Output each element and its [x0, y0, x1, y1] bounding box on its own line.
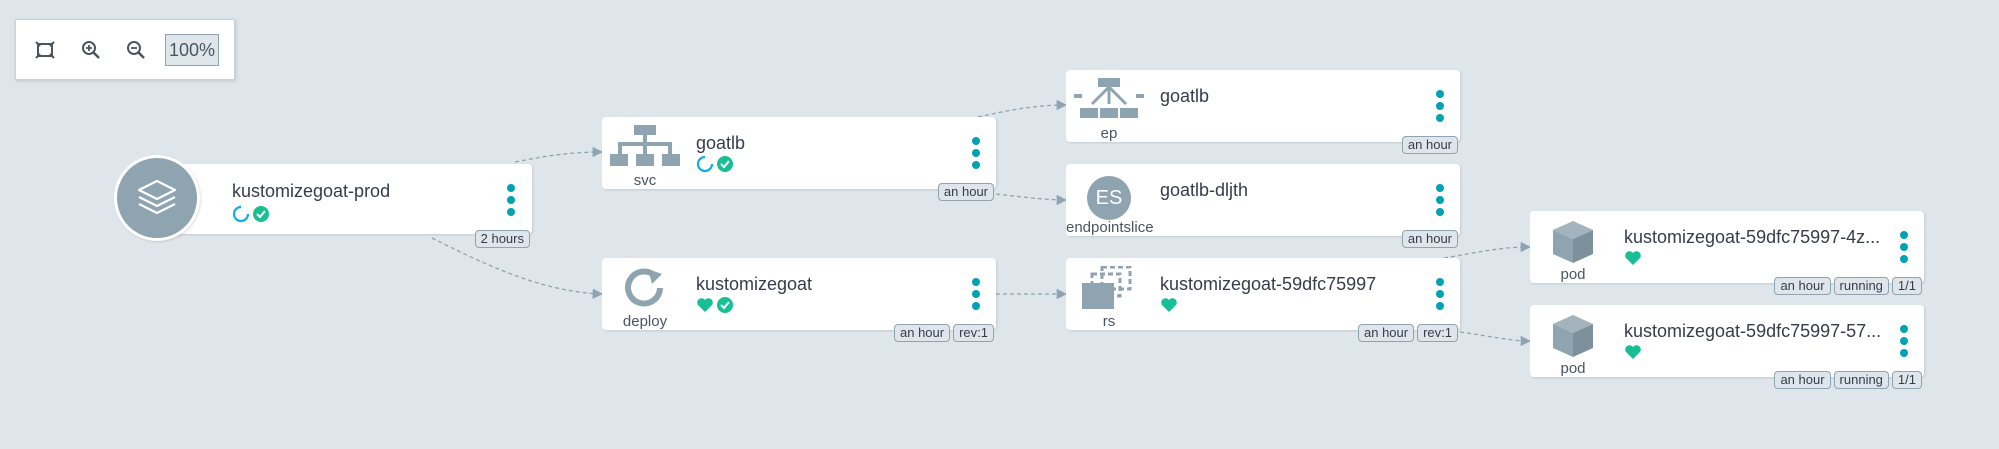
app-node[interactable]: kustomizegoat-prod 2 hours: [155, 164, 532, 248]
edge-svc-endpointslice: [995, 193, 1068, 206]
deploy-node[interactable]: deploy kustomizegoat an hour rev:1: [602, 258, 996, 342]
node-kind: rs: [1102, 313, 1116, 330]
network-icon: [610, 125, 680, 181]
node-menu-button[interactable]: [1896, 325, 1912, 365]
tag: rev:1: [1417, 324, 1458, 342]
tag: an hour: [937, 183, 994, 201]
node-status: [1624, 249, 1642, 267]
node-title: kustomizegoat: [696, 274, 813, 294]
node-status: [1624, 343, 1642, 361]
rs-node[interactable]: rs kustomizegoat-59dfc75997 an hour rev:…: [1066, 258, 1460, 342]
replicaset-icon: [1074, 265, 1144, 322]
tag: 1/1: [1891, 371, 1922, 389]
node-status: [696, 155, 734, 173]
tag: running: [1833, 277, 1889, 295]
node-title: goatlb-dljth: [1160, 180, 1249, 200]
tag: 1/1: [1891, 277, 1922, 295]
node-title: goatlb: [1160, 86, 1210, 106]
fit-icon[interactable]: [31, 36, 59, 64]
progressing-icon: [696, 155, 714, 173]
tag: an hour: [1401, 230, 1458, 248]
zoom-toolbar: 100%: [15, 19, 235, 80]
tag: an hour: [1774, 371, 1831, 389]
cube-icon: [1538, 219, 1608, 275]
edge-rs-pod1: [1443, 241, 1532, 259]
tag: an hour: [1358, 324, 1415, 342]
node-tags: an hour: [937, 183, 994, 201]
pod-node[interactable]: pod kustomizegoat-59dfc75997-57... an ho…: [1530, 305, 1924, 389]
endpointslice-node[interactable]: ES endpointslice goatlb-dljth an hour: [1066, 164, 1460, 248]
node-menu-button[interactable]: [968, 278, 984, 318]
node-menu-button[interactable]: [1432, 278, 1448, 318]
node-kind: deploy: [622, 313, 668, 330]
tag: an hour: [1774, 277, 1831, 295]
edge-app-deploy: [431, 237, 604, 299]
node-status: [696, 296, 734, 314]
zoom-level[interactable]: 100%: [165, 34, 219, 66]
tag: an hour: [1401, 136, 1458, 154]
node-kind: endpointslice: [1066, 219, 1154, 236]
node-tags: an hour running 1/1: [1774, 371, 1922, 389]
layers-icon: [137, 179, 177, 215]
progressing-icon: [232, 205, 250, 223]
tag: 2 hours: [474, 230, 530, 248]
node-kind: pod: [1560, 360, 1586, 377]
node-tags: an hour: [1401, 136, 1458, 154]
zoom-out-icon[interactable]: [122, 36, 150, 64]
node-tags: an hour: [1401, 230, 1458, 248]
node-menu-button[interactable]: [503, 184, 519, 224]
node-tags: 2 hours: [474, 230, 530, 248]
node-menu-button[interactable]: [1432, 90, 1448, 130]
node-title: kustomizegoat-59dfc75997: [1160, 274, 1377, 294]
cube-icon: [1538, 313, 1608, 369]
node-status: [1160, 296, 1178, 314]
endpointslice-icon: ES: [1066, 164, 1152, 220]
node-title: goatlb: [696, 133, 746, 153]
node-menu-button[interactable]: [968, 137, 984, 177]
app-icon[interactable]: [114, 155, 200, 241]
node-tags: an hour rev:1: [1358, 324, 1458, 342]
node-menu-button[interactable]: [1896, 231, 1912, 271]
ep-node[interactable]: ep goatlb an hour: [1066, 70, 1460, 154]
node-title: kustomizegoat-59dfc75997-57...: [1624, 321, 1882, 341]
endpoints-icon: [1074, 78, 1144, 134]
pod-node[interactable]: pod kustomizegoat-59dfc75997-4z... an ho…: [1530, 211, 1924, 295]
tag: rev:1: [953, 324, 994, 342]
synced-icon: [253, 206, 269, 222]
synced-icon: [717, 297, 733, 313]
node-tags: an hour running 1/1: [1774, 277, 1922, 295]
node-kind: ep: [1100, 125, 1118, 142]
node-title: kustomizegoat-prod: [232, 181, 391, 201]
node-status: [232, 205, 270, 223]
edge-app-svc: [514, 146, 604, 163]
zoom-in-icon[interactable]: [77, 36, 105, 64]
heart-icon: [1625, 251, 1641, 265]
edge-rs-pod2: [1459, 331, 1532, 347]
edge-svc-ep: [977, 99, 1068, 118]
node-kind: svc: [633, 172, 657, 189]
synced-icon: [717, 156, 733, 172]
heart-icon: [1161, 298, 1177, 312]
es-badge: ES: [1087, 176, 1131, 220]
svc-node[interactable]: svc goatlb an hour: [602, 117, 996, 201]
heart-icon: [1625, 345, 1641, 359]
sync-icon: [610, 266, 680, 322]
node-tags: an hour rev:1: [894, 324, 994, 342]
tag: running: [1833, 371, 1889, 389]
heart-icon: [697, 298, 713, 312]
tag: an hour: [894, 324, 951, 342]
node-title: kustomizegoat-59dfc75997-4z...: [1624, 227, 1881, 247]
node-kind: pod: [1560, 266, 1586, 283]
node-menu-button[interactable]: [1432, 184, 1448, 224]
